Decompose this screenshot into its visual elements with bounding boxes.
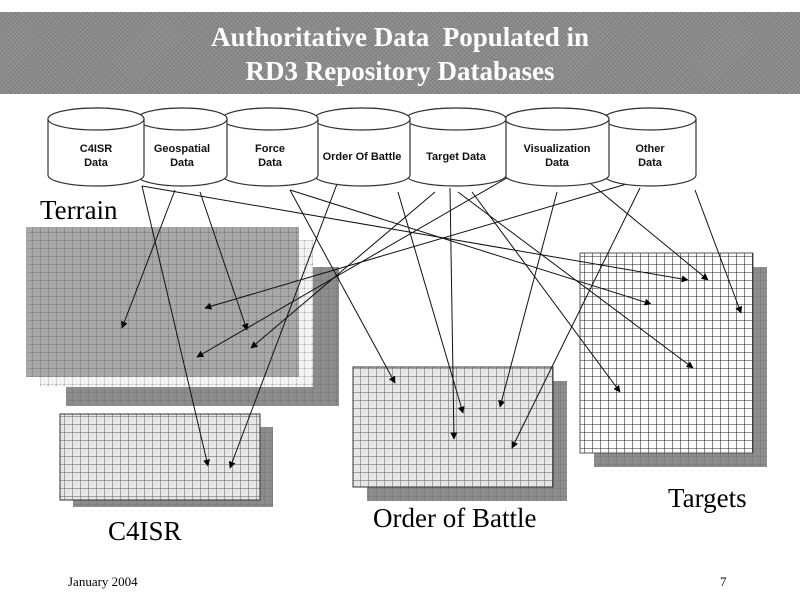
database-label: Other [635,143,665,155]
arrow-other-to-order-of-battle [511,187,641,449]
database-order-of-battle: Order Of Battle [313,107,411,187]
arrow-force-to-order-of-battle [289,189,396,384]
arrow-c4isr-to-targets [141,185,689,283]
cylinder-top [313,107,411,131]
arrow-target-to-targets [457,191,694,369]
targets-layer [579,252,754,454]
cylinder-top [221,107,319,131]
database-label: Geospatial [154,143,210,155]
cylinder-top [47,107,145,131]
arrow-geospatial-to-terrain [199,191,249,331]
connection-arrows [120,174,743,469]
database-label: Data [258,157,283,169]
page-number: 7 [720,574,727,589]
arrow-target-to-targets [471,191,621,393]
slide-title-line-2: RD3 Repository Databases [245,56,555,86]
c4isr-layer [59,413,261,501]
repository-terrain-stack [26,227,339,406]
database-c4isr: C4ISR Data [47,107,145,187]
cylinder-top [405,107,507,131]
arrow-target-to-terrain [250,191,436,349]
cylinder-top [603,107,697,131]
cylinder-top [136,107,228,131]
database-label: Target Data [426,151,487,163]
label-targets: Targets [668,483,747,513]
footer-date: January 2004 [68,574,138,589]
database-label: Data [545,157,570,169]
database-label: Force [255,143,285,155]
title-bar: Authoritative Data Populated in RD3 Repo… [0,12,800,94]
database-label: Visualization [523,143,590,155]
arrow-visualization-to-order-of-battle [498,191,558,408]
slide-title-line-1: Authoritative Data Populated in [211,22,589,52]
database-target: Target Data [405,107,507,187]
arrow-order-of-battle-to-order-of-battle [397,191,465,414]
arrow-c4isr-to-c4isr [141,185,210,467]
database-label: Data [638,157,663,169]
database-label: C4ISR [80,143,112,155]
terrain-layer-1 [26,227,299,377]
arrow-visualization-to-terrain [196,174,513,358]
arrow-order-of-battle-to-c4isr [228,175,341,469]
arrow-other-to-targets [694,189,743,314]
repository-c4isr-stack [59,413,273,507]
label-terrain: Terrain [40,195,118,225]
repository-targets-stack [579,252,767,467]
arrow-geospatial-to-terrain [120,189,176,329]
database-label: Order Of Battle [323,151,402,163]
arrow-other-to-terrain [204,182,631,310]
database-label: Data [84,157,109,169]
database-label: Data [170,157,195,169]
repository-order-of-battle-stack [352,366,567,501]
cylinder-top [504,107,610,131]
arrow-force-to-targets [289,189,652,306]
label-c4isr: C4ISR [108,516,182,546]
arrow-target-to-order-of-battle [449,187,458,440]
label-order-of-battle: Order of Battle [373,503,537,533]
arrow-visualization-to-targets [589,182,709,281]
